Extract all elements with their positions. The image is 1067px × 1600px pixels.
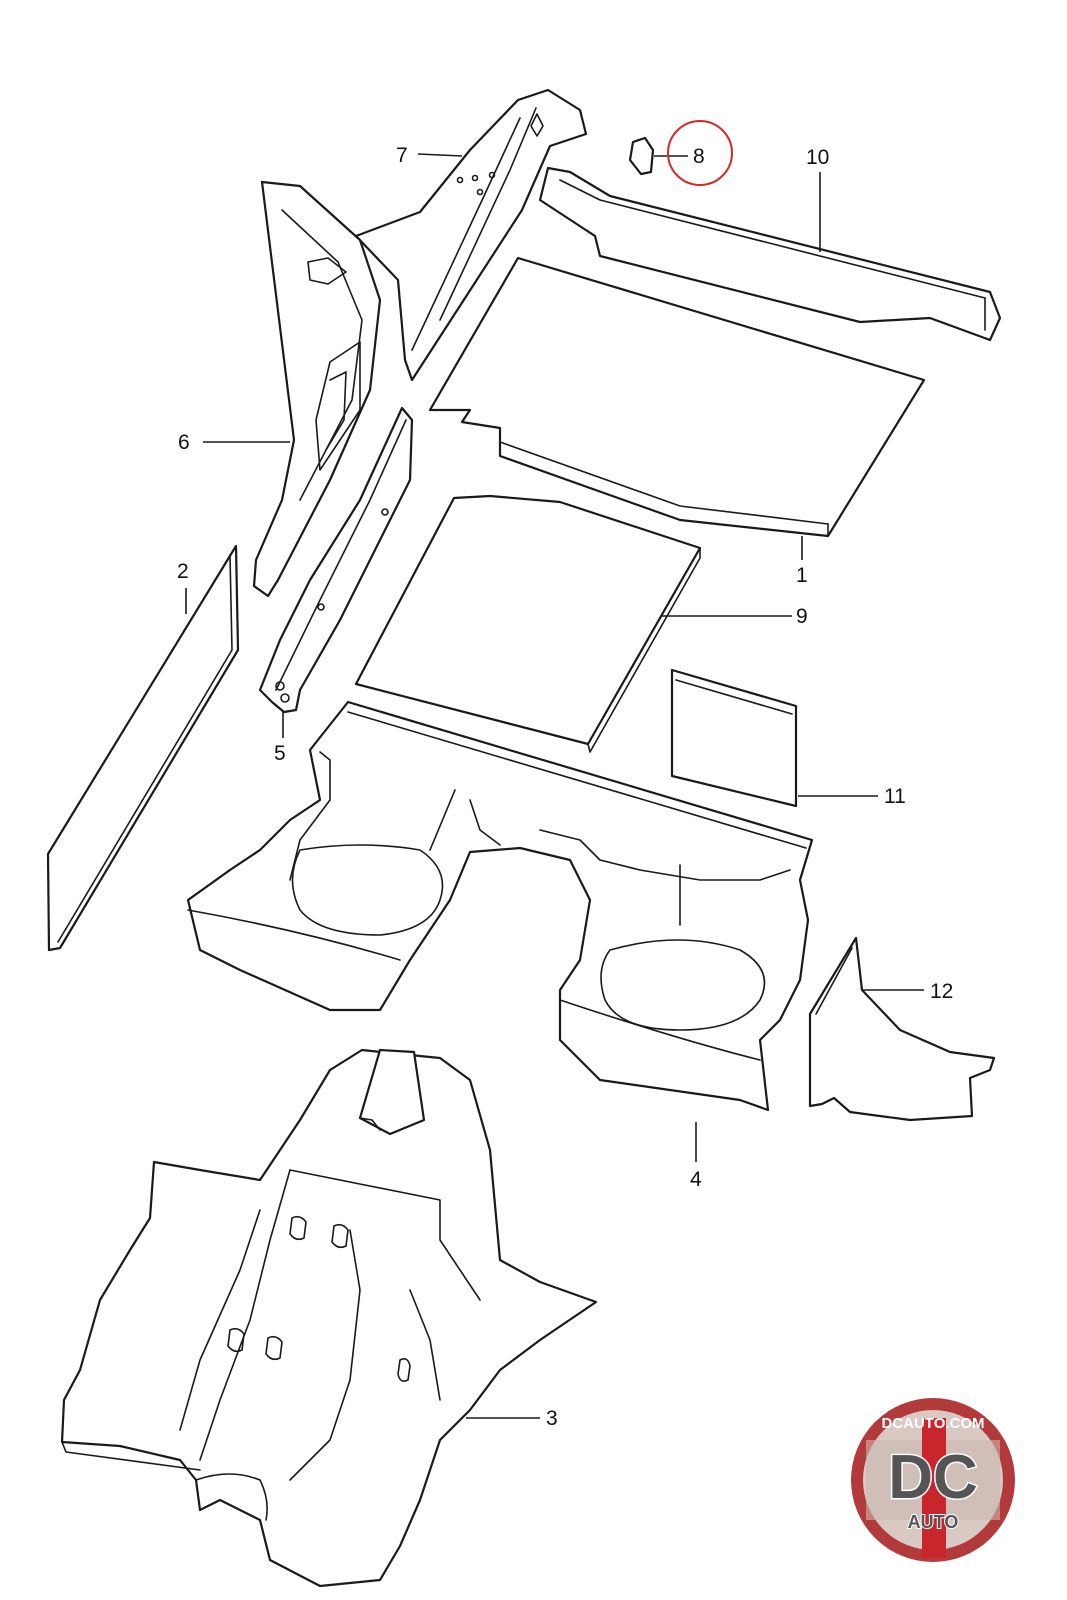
part-7-pillar[interactable] [354,88,588,382]
callout-11[interactable]: 11 [884,785,906,808]
callout-9[interactable]: 9 [796,605,808,628]
callout-8-highlight [667,120,733,186]
callout-7[interactable]: 7 [396,144,408,167]
leader-lines [185,153,924,1419]
callout-8[interactable]: 8 [693,145,705,168]
dcauto-logo: DCAUTO.COM DC AUTO [851,1398,1015,1562]
callout-4[interactable]: 4 [690,1168,702,1191]
callout-labels: 1 2 3 4 5 6 7 8 9 10 11 12 [177,144,953,1430]
part-2-strip[interactable] [46,544,240,952]
callout-10[interactable]: 10 [806,146,829,169]
part-1-rear-panel[interactable] [428,256,926,538]
part-5-lower-trim[interactable] [258,406,414,714]
part-6-pillar-trim[interactable] [252,180,382,598]
logo-url-text: DCAUTO.COM [881,1415,984,1432]
part-8-clip[interactable] [628,136,655,176]
callout-12[interactable]: 12 [930,980,953,1003]
callout-1[interactable]: 1 [796,564,808,587]
part-10-cross-member[interactable] [538,166,1002,342]
part-11-panel[interactable] [670,668,798,808]
part-3-floor-carpet[interactable] [60,1048,598,1588]
callout-2[interactable]: 2 [177,560,189,583]
callout-3[interactable]: 3 [546,1407,558,1430]
callout-5[interactable]: 5 [274,742,286,765]
logo-subtitle: AUTO [908,1512,959,1532]
part-4-floor-trim[interactable] [186,700,814,1112]
logo-monogram: DC [888,1443,978,1512]
part-9-mat[interactable] [354,494,702,753]
part-12-side-piece[interactable] [808,936,996,1122]
callout-6[interactable]: 6 [178,431,190,454]
